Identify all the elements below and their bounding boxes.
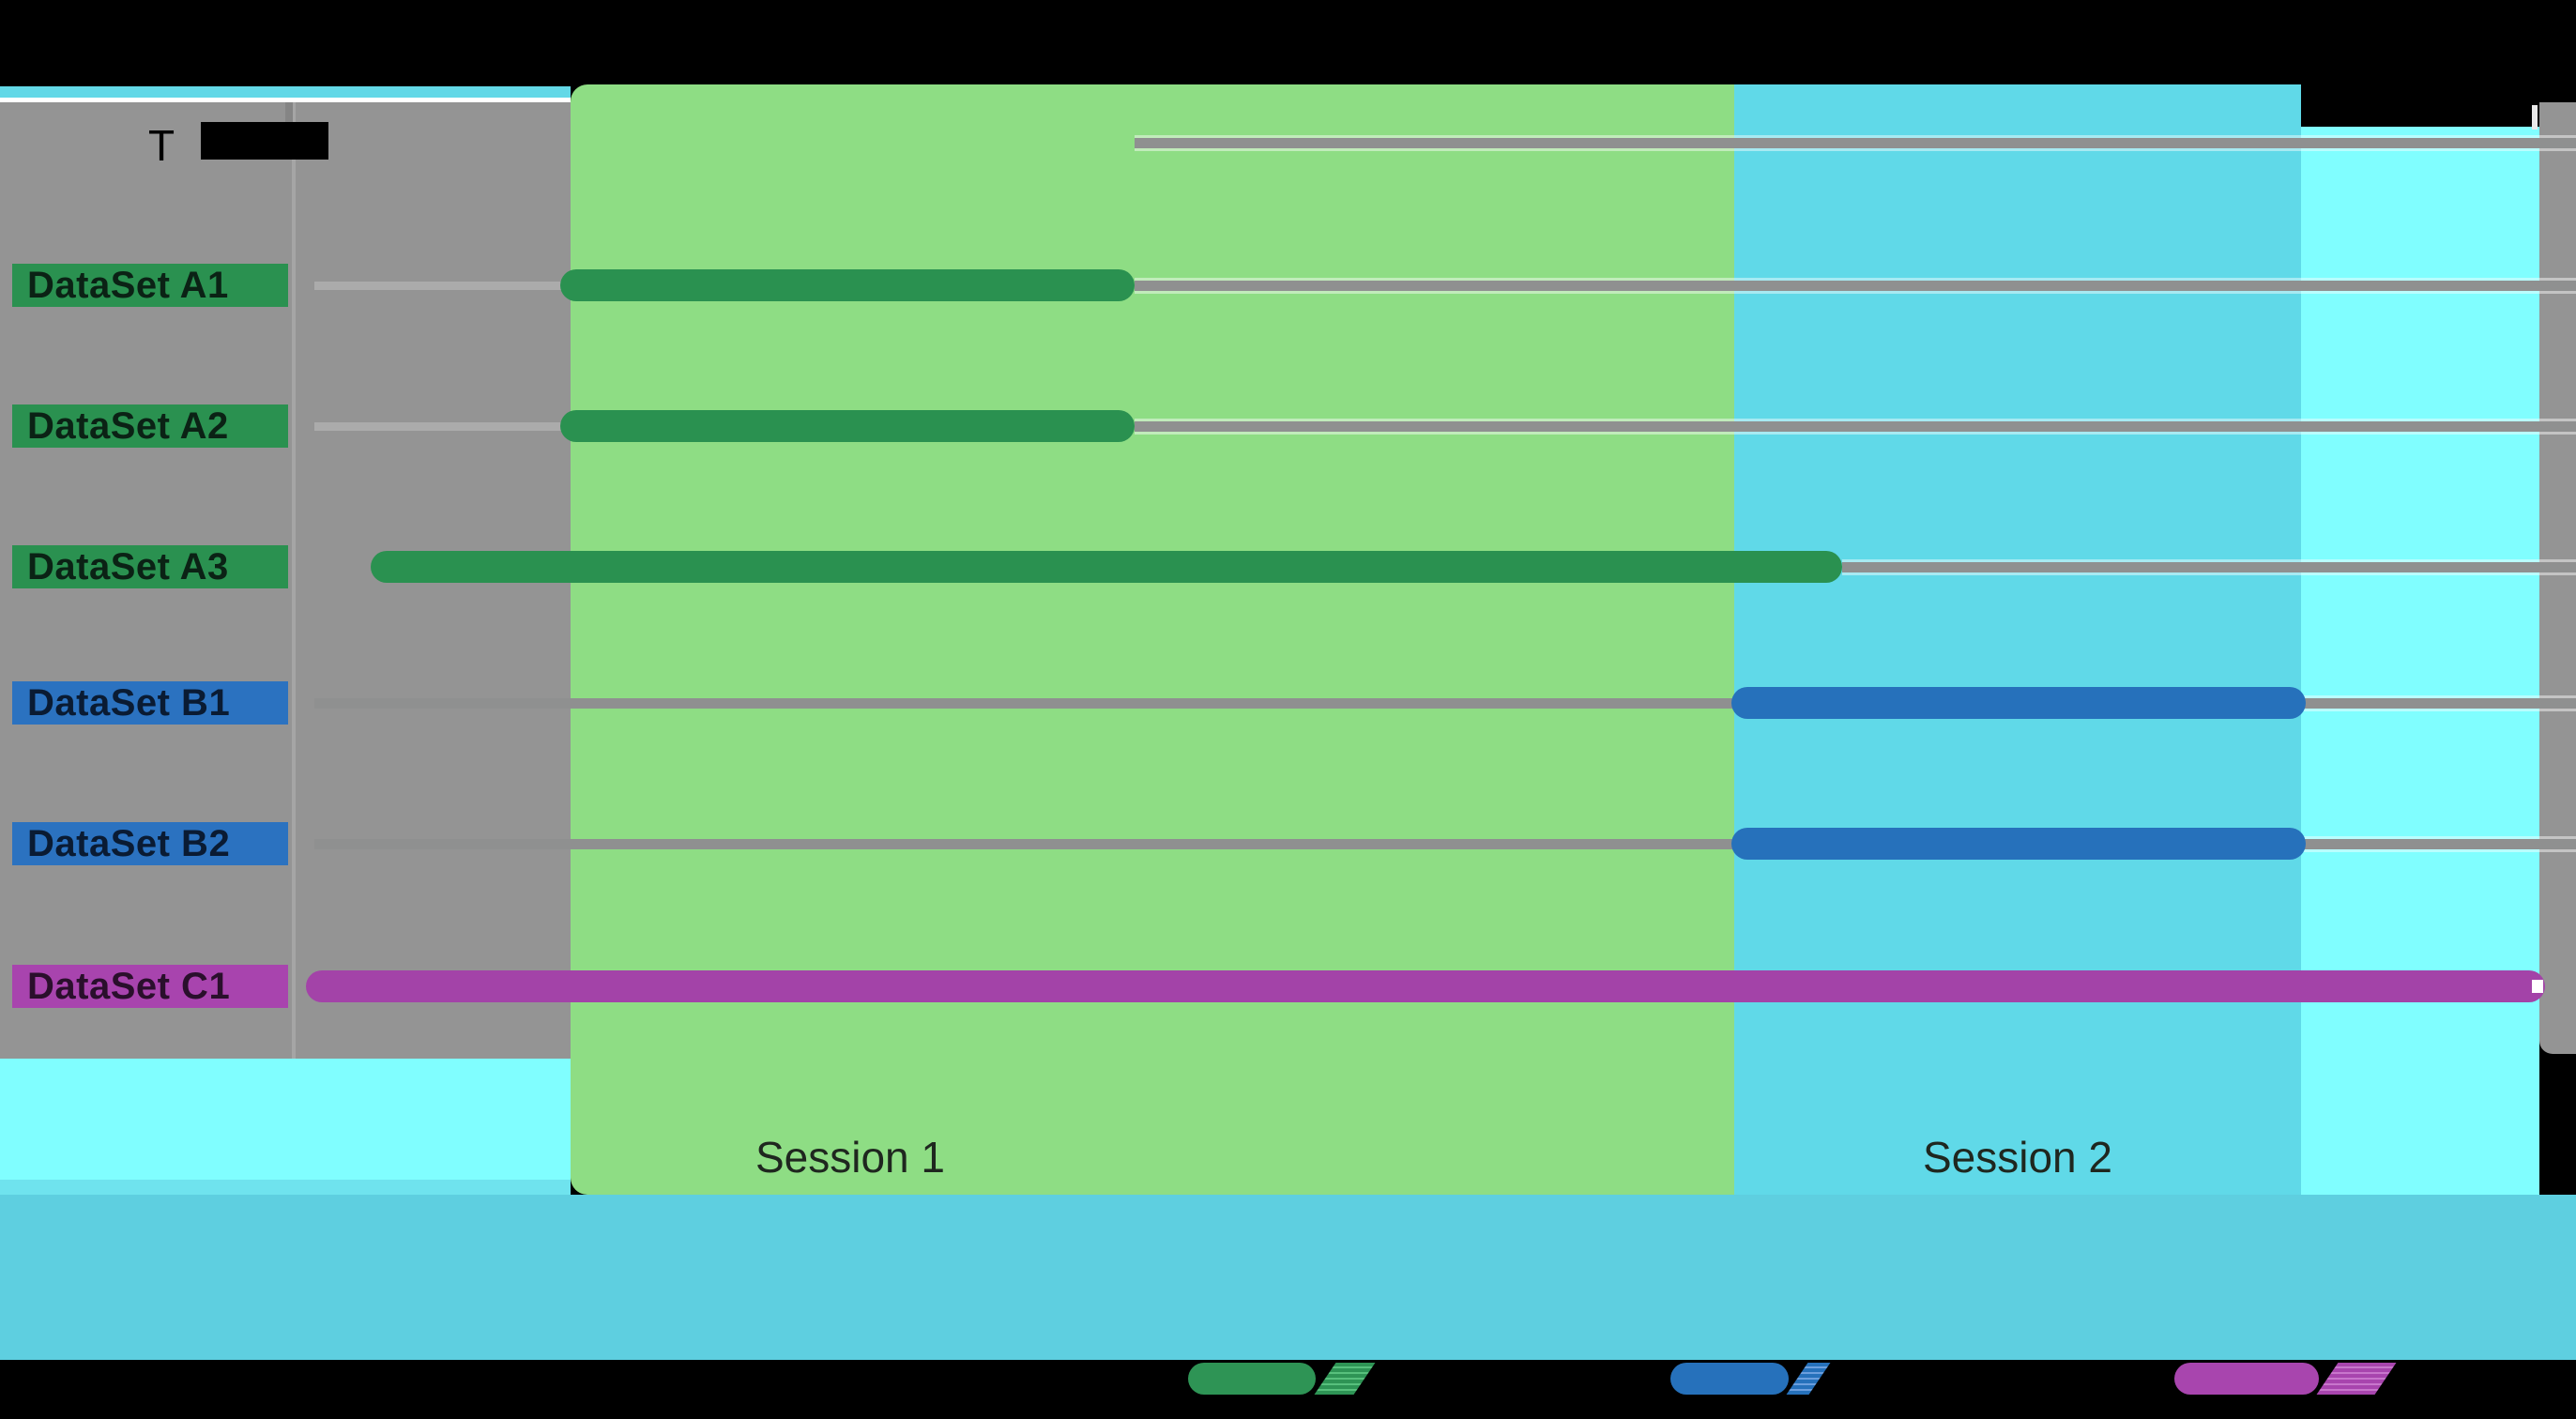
gridline-row1-left: [314, 282, 571, 290]
row-label-dataset-b2: DataSet B2: [12, 822, 288, 865]
legend-marker-blue: [1670, 1363, 1789, 1395]
bar-end-artifact: [2532, 980, 2543, 993]
bottom-teal-bar: [0, 1195, 2576, 1360]
row-label-dataset-a2: DataSet A2: [12, 404, 288, 448]
top-cyan-strip: [0, 86, 571, 98]
row-label-dataset-b1: DataSet B1: [12, 681, 288, 725]
legend-slash-purple: [2316, 1363, 2397, 1395]
task-bar-dataset-b2: [1731, 828, 2306, 860]
bottom-left-pale-block: [0, 1059, 571, 1195]
legend-slash-green: [1314, 1363, 1376, 1395]
plot-top-border-line: [0, 98, 571, 102]
axis-tick-right: [2532, 105, 2538, 130]
legend-marker-purple: [2174, 1363, 2319, 1395]
gridline-row0: [1135, 138, 2576, 148]
right-pale-cyan-band: [2301, 127, 2539, 1195]
row-label-dataset-a3: DataSet A3: [12, 545, 288, 588]
row-label-dataset-c1: DataSet C1: [12, 965, 288, 1008]
session1-label: Session 1: [755, 1133, 945, 1182]
task-bar-dataset-a1: [560, 269, 1135, 301]
legend-marker-green: [1188, 1363, 1316, 1395]
gridline-row5-left: [314, 839, 1734, 849]
task-bar-dataset-c1: [306, 970, 2545, 1002]
gridline-row4-left: [314, 698, 1734, 709]
gridline-row2-left: [314, 422, 571, 431]
right-gray-strip: [2539, 102, 2576, 1054]
gridline-row3-right: [1842, 562, 2576, 572]
task-bar-dataset-a2: [560, 410, 1135, 442]
task-bar-dataset-a3: [371, 551, 1842, 583]
gridline-row5-right: [2304, 839, 2576, 849]
row-label-dataset-a1: DataSet A1: [12, 264, 288, 307]
session2-background-band: [1734, 84, 2301, 1195]
task-bar-dataset-b1: [1731, 687, 2306, 719]
session1-background-band: [571, 84, 1734, 1195]
gridline-row2-right: [1135, 421, 2576, 432]
session2-label: Session 2: [1922, 1133, 2112, 1182]
gridline-row1-right: [1135, 281, 2576, 291]
title-redaction-box: [201, 122, 328, 160]
legend-slash-blue: [1786, 1363, 1831, 1395]
axis-boundary-seam: [292, 102, 296, 1059]
bottom-left-pale-edge: [0, 1180, 571, 1195]
gridline-row4-right: [2304, 698, 2576, 709]
chart-title-visible-fragment: T: [148, 121, 175, 170]
